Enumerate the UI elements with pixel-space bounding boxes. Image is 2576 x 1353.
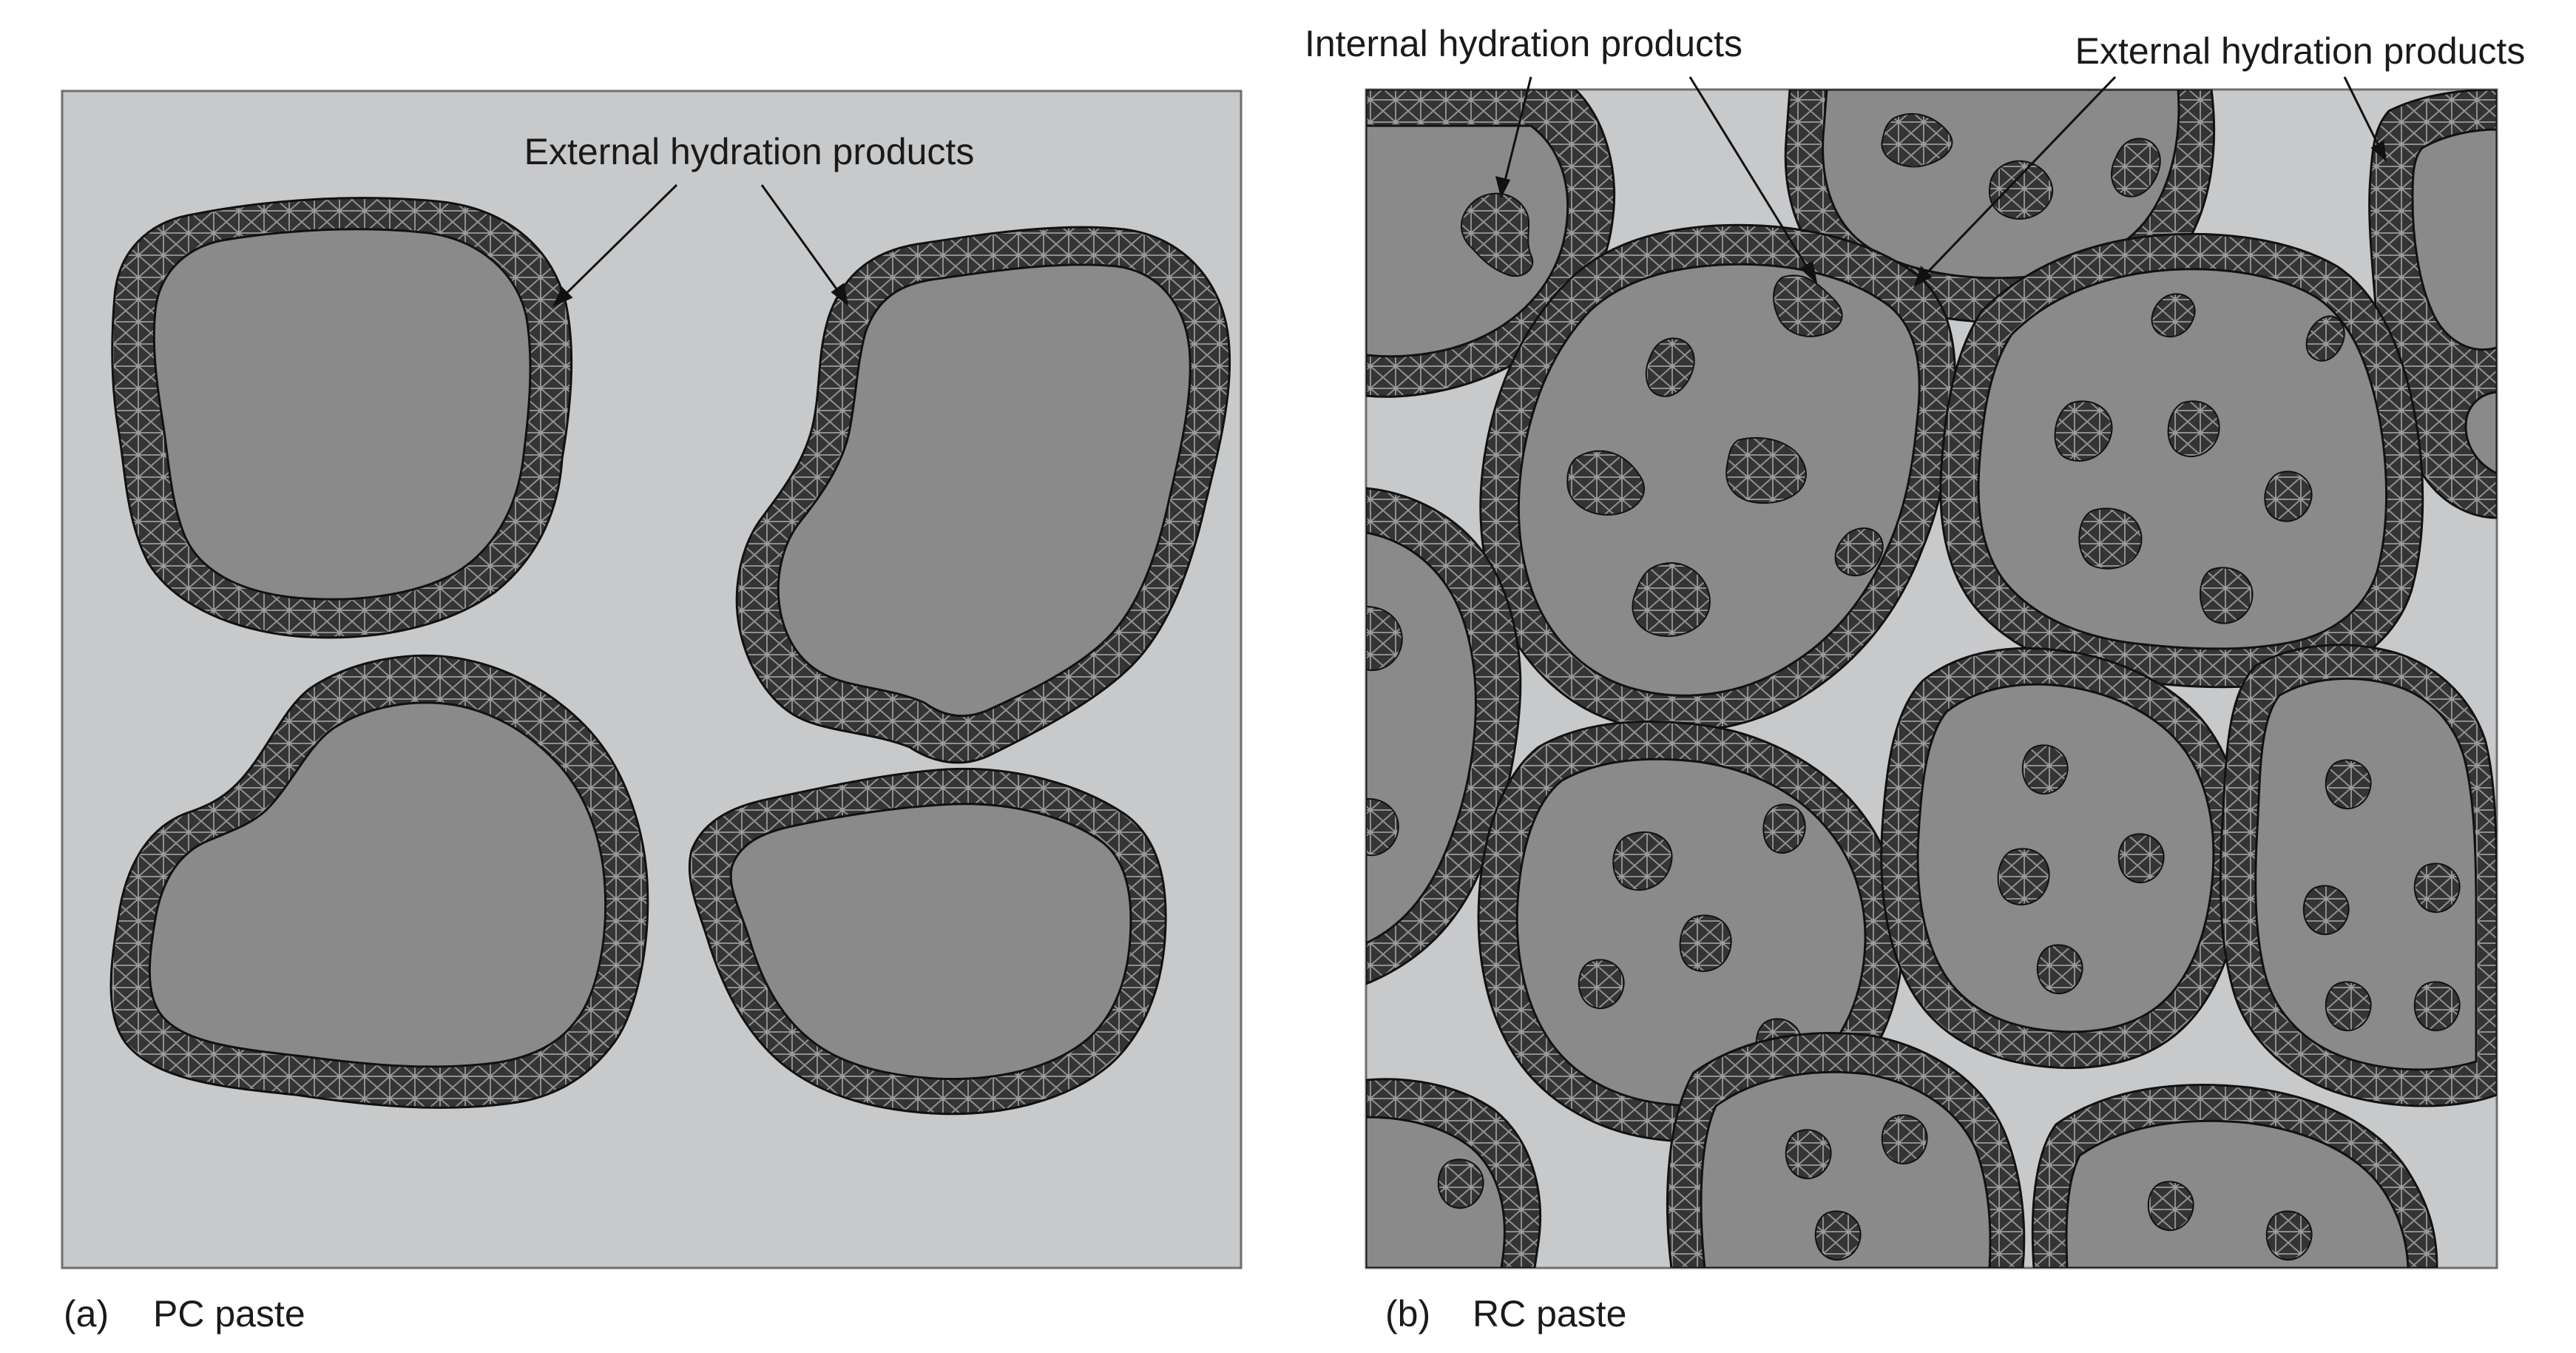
particle <box>735 226 1231 764</box>
particle <box>1479 223 1956 733</box>
particle <box>2219 644 2497 1107</box>
panel-a-caption-letter: (a) <box>64 1293 109 1335</box>
panel-b-arrows <box>1495 75 2387 288</box>
panel-a: External hydration products (a) PC paste <box>61 90 1243 1335</box>
panel-b-external-label: External hydration products <box>2075 30 2526 72</box>
panel-a-arrows <box>552 183 849 308</box>
panel-b-particles <box>1366 90 2497 1268</box>
particle <box>1366 1078 1541 1268</box>
particle <box>2031 1084 2438 1268</box>
particle <box>1366 487 1522 985</box>
particle <box>109 654 649 1109</box>
panel-a-external-label: External hydration products <box>524 131 975 172</box>
panel-a-particles <box>109 197 1231 1116</box>
panel-b: Internal hydration products External hyd… <box>1305 23 2525 1335</box>
particle <box>1880 647 2245 1070</box>
panel-b-caption-letter: (b) <box>1385 1293 1430 1335</box>
particle <box>1666 1032 2026 1268</box>
panel-a-caption-name: PC paste <box>153 1293 305 1335</box>
particle <box>688 767 1167 1116</box>
panel-b-internal-label: Internal hydration products <box>1305 23 1742 64</box>
particle <box>1939 232 2424 689</box>
panel-b-caption-name: RC paste <box>1473 1293 1626 1335</box>
particle <box>111 197 573 639</box>
